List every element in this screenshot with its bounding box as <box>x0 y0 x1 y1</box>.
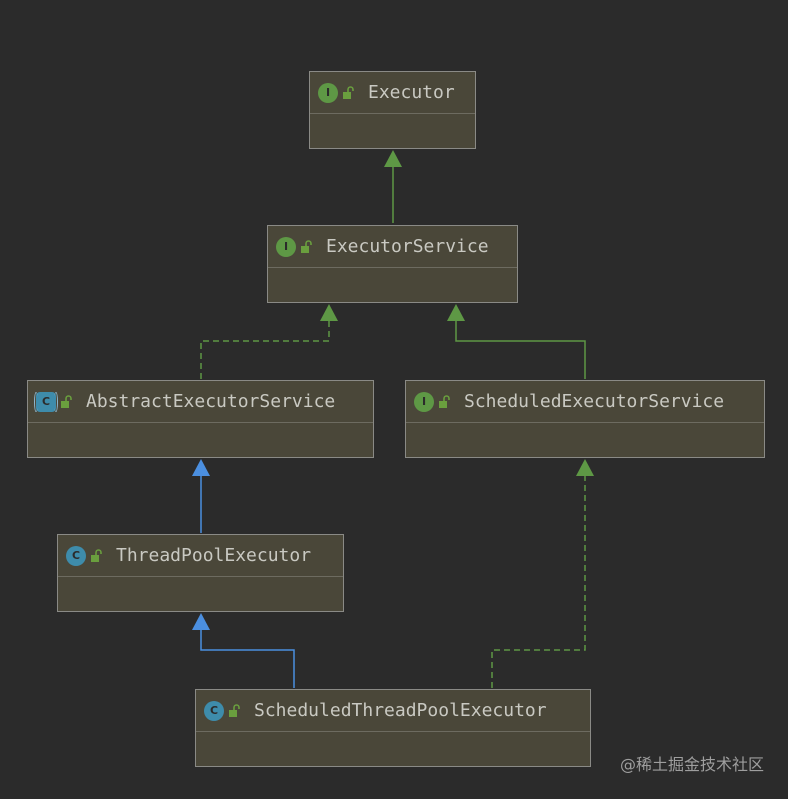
node-scheduledthreadpoolexecutor[interactable]: C ScheduledThreadPoolExecutor <box>195 689 591 767</box>
class-icon: C <box>66 545 86 566</box>
edge-abstractexecutorservice-to-executorservice <box>200 321 330 379</box>
class-name: ExecutorService <box>326 236 489 257</box>
node-threadpoolexecutor-header: C ThreadPoolExecutor <box>58 535 343 577</box>
unlocked-icon <box>91 548 102 562</box>
unlocked-icon <box>343 85 354 99</box>
arrowhead-scheduledexecutorservice <box>576 459 594 476</box>
unlocked-icon <box>61 394 72 408</box>
node-executorservice[interactable]: I ExecutorService <box>267 225 518 303</box>
edge-scheduledexecutorservice-to-executorservice <box>455 321 586 379</box>
class-icon: C <box>204 700 224 721</box>
watermark: @稀土掘金技术社区 <box>619 755 764 774</box>
unlocked-icon <box>229 703 240 717</box>
arrowhead-executor <box>384 150 402 167</box>
unlocked-icon <box>439 394 450 408</box>
interface-icon: I <box>414 391 434 412</box>
node-scheduledexecutorservice-header: I ScheduledExecutorService <box>406 381 764 423</box>
interface-icon: I <box>318 82 338 103</box>
node-threadpoolexecutor[interactable]: C ThreadPoolExecutor <box>57 534 344 612</box>
node-abstractexecutorservice-header: C AbstractExecutorService <box>28 381 373 423</box>
node-executor[interactable]: I Executor <box>309 71 476 149</box>
arrowhead-threadpoolexecutor <box>192 613 210 630</box>
node-executor-header: I Executor <box>310 72 475 114</box>
node-scheduledexecutorservice[interactable]: I ScheduledExecutorService <box>405 380 765 458</box>
node-executorservice-header: I ExecutorService <box>268 226 517 268</box>
class-name: ThreadPoolExecutor <box>116 545 312 566</box>
edge-scheduledthreadpoolexecutor-to-threadpoolexecutor <box>200 630 295 688</box>
edge-scheduledthreadpoolexecutor-to-scheduledexecutorservice <box>491 476 586 688</box>
node-scheduledthreadpoolexecutor-header: C ScheduledThreadPoolExecutor <box>196 690 590 732</box>
class-name: ScheduledExecutorService <box>464 391 725 412</box>
class-name: AbstractExecutorService <box>86 391 336 412</box>
unlocked-icon <box>301 239 312 253</box>
class-name: ScheduledThreadPoolExecutor <box>254 700 547 721</box>
class-name: Executor <box>368 82 455 103</box>
arrowhead-executorservice-right <box>447 304 465 321</box>
arrowhead-executorservice-left <box>320 304 338 321</box>
arrowhead-abstractexecutorservice <box>192 459 210 476</box>
interface-icon: I <box>276 236 296 257</box>
abstract-class-icon: C <box>34 391 58 412</box>
node-abstractexecutorservice[interactable]: C AbstractExecutorService <box>27 380 374 458</box>
